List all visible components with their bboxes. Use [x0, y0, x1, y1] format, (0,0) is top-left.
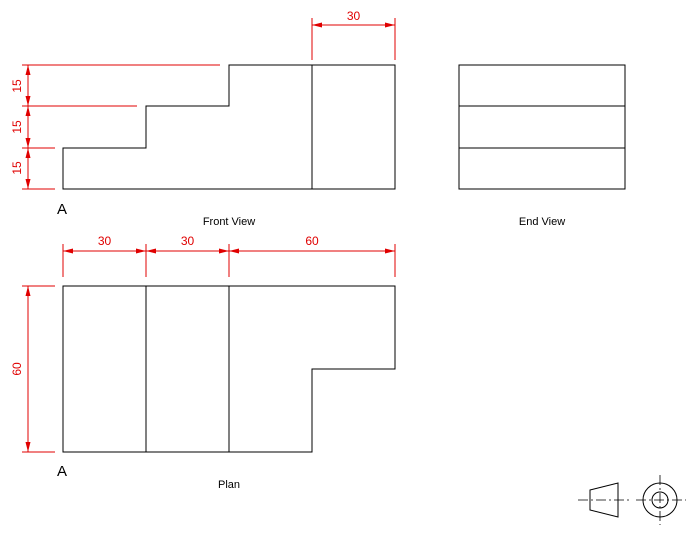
- plan-width-text-1: 30: [98, 234, 112, 248]
- front-top-dimension: 30: [311, 9, 396, 60]
- front-view-outline: [62, 64, 396, 190]
- front-view-caption: Front View: [203, 216, 255, 228]
- front-step-height-text-3: 15: [10, 161, 24, 175]
- end-view-caption: End View: [519, 216, 565, 228]
- plan-caption: Plan: [218, 479, 240, 491]
- end-view: [458, 64, 626, 190]
- end-view-outline: [458, 64, 626, 190]
- front-step-height-text-2: 15: [10, 120, 24, 134]
- front-view-ref-letter: A: [57, 201, 67, 218]
- front-view: [62, 64, 396, 190]
- plan-width-text-3: 60: [305, 234, 319, 248]
- front-top-dimension-text: 30: [347, 9, 361, 23]
- plan-ref-letter: A: [57, 463, 67, 480]
- third-angle-projection-icon: [578, 475, 686, 525]
- plan-view-outline: [62, 285, 396, 453]
- plan-depth-text: 60: [10, 362, 24, 376]
- plan-depth-dimension: 60: [10, 285, 55, 453]
- front-height-dimensions: 15 15 15: [10, 64, 220, 190]
- front-step-height-text-1: 15: [10, 79, 24, 93]
- plan-width-text-2: 30: [181, 234, 195, 248]
- plan-view: [62, 285, 396, 453]
- plan-top-dimensions: 30 30 60: [62, 234, 396, 277]
